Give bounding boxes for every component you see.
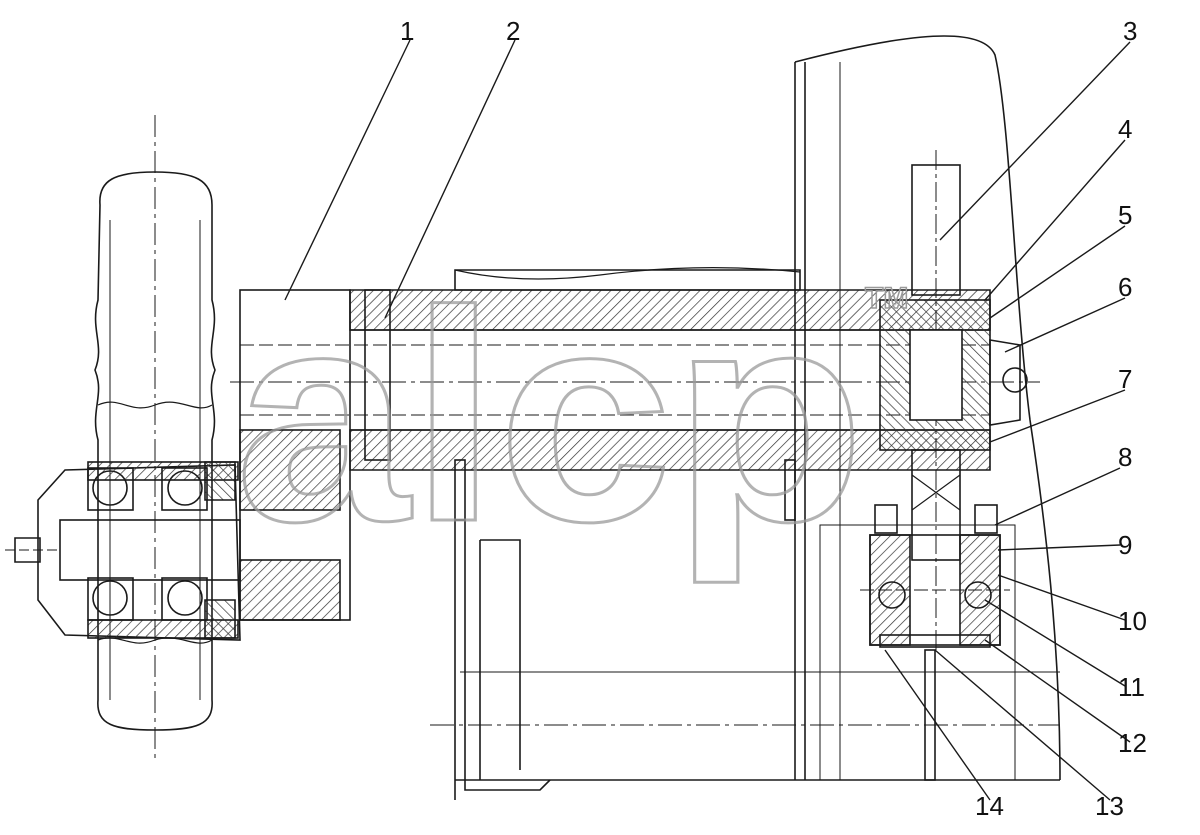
callout-labels: 1 2 3 4 5 6 7 8 9 10 11 12 13 14 bbox=[400, 16, 1147, 821]
callout-2: 2 bbox=[506, 16, 520, 46]
vertical-shaft bbox=[879, 150, 1028, 650]
callout-6: 6 bbox=[1118, 272, 1132, 302]
axle-stub bbox=[239, 289, 351, 621]
leader-lines bbox=[284, 39, 1131, 801]
main-shaft bbox=[230, 267, 1040, 521]
callout-7: 7 bbox=[1118, 364, 1132, 394]
callout-5: 5 bbox=[1118, 200, 1132, 230]
watermark-tm: TM bbox=[865, 282, 908, 315]
callout-14: 14 bbox=[975, 791, 1004, 821]
callout-13: 13 bbox=[1095, 791, 1124, 821]
callout-9: 9 bbox=[1118, 530, 1132, 560]
bearing-housing bbox=[819, 504, 1016, 781]
frame-wall bbox=[455, 35, 1061, 781]
callout-1: 1 bbox=[400, 16, 414, 46]
callout-11: 11 bbox=[1118, 672, 1145, 702]
callout-10: 10 bbox=[1118, 606, 1147, 636]
callout-8: 8 bbox=[1118, 442, 1132, 472]
watermark-text: alcp bbox=[235, 248, 865, 586]
watermark: alcp TM bbox=[234, 247, 910, 588]
callout-4: 4 bbox=[1118, 114, 1132, 144]
wheel-hub bbox=[5, 461, 241, 641]
callout-12: 12 bbox=[1118, 728, 1147, 758]
callout-3: 3 bbox=[1123, 16, 1137, 46]
wheel bbox=[94, 115, 216, 760]
